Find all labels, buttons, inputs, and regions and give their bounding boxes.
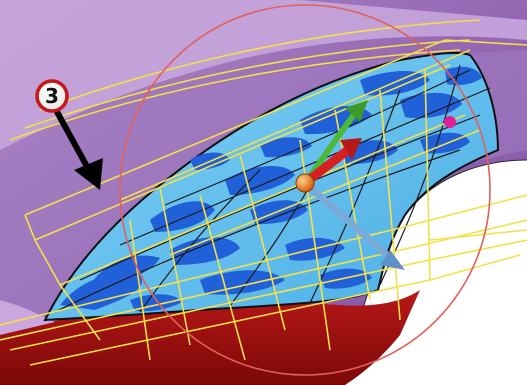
green-axis-head[interactable] <box>345 100 368 122</box>
callout-arrow-shaft <box>53 108 93 174</box>
blue-axis-arrow[interactable] <box>301 179 399 266</box>
callout-badge <box>35 79 69 113</box>
red-axis-head[interactable] <box>340 138 362 160</box>
surface-grid-lines <box>54 64 491 313</box>
3d-manipulator-icon[interactable] <box>295 100 456 270</box>
upper-pink-band <box>0 0 527 150</box>
callout-marker: 3 <box>35 79 103 190</box>
manipulator-ring[interactable] <box>119 4 491 376</box>
control-cage[interactable] <box>0 19 527 366</box>
callout-number: 3 <box>45 84 59 108</box>
blue-axis-head[interactable] <box>380 250 405 270</box>
manipulator-center-handle[interactable] <box>295 173 315 193</box>
magenta-handle[interactable] <box>444 116 456 128</box>
pink-lower-left <box>0 300 55 335</box>
arrow-pointer-icon <box>74 158 103 190</box>
